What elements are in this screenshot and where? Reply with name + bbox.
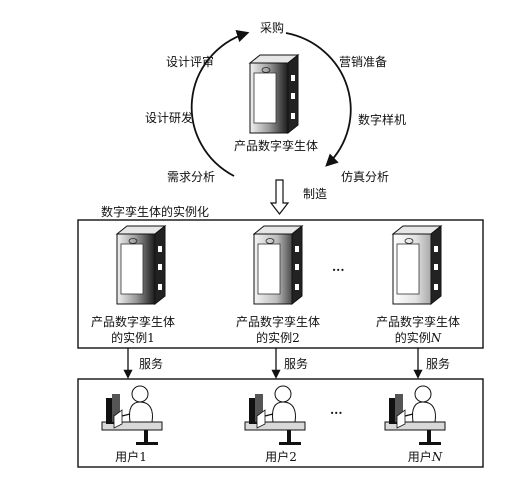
user-ellipsis: ··· xyxy=(330,406,343,420)
stage-label-digital-prototype: 数字样机 xyxy=(358,113,407,127)
instance-label-n: 产品数字孪生体 的实例N xyxy=(375,315,461,345)
service-label-1: 服务 xyxy=(139,357,164,371)
user-icon-2 xyxy=(244,385,306,446)
instance-server-1 xyxy=(116,225,166,305)
stage-label-design-review: 设计评审 xyxy=(166,55,215,69)
stage-label-manufacturing: 制造 xyxy=(303,187,328,201)
instances-box xyxy=(77,219,484,349)
product-digital-twin-server xyxy=(249,54,299,134)
instance-server-2 xyxy=(253,225,303,305)
stage-label-marketing-prep: 营销准备 xyxy=(339,55,388,69)
instantiation-arrow xyxy=(269,179,290,215)
service-label-2: 服务 xyxy=(284,357,309,371)
lifecycle-arc-right xyxy=(285,32,352,167)
user-label-1: 用户1 xyxy=(115,450,147,464)
user-label-n: 用户N xyxy=(407,450,443,464)
user-label-2: 用户2 xyxy=(265,450,297,464)
instantiation-label: 数字孪生体的实例化 xyxy=(101,205,210,219)
lifecycle-arc-left xyxy=(190,30,250,177)
users-box xyxy=(77,378,484,468)
stage-label-procurement: 采购 xyxy=(259,21,285,35)
user-icon-n xyxy=(384,385,446,446)
instance-server-n xyxy=(392,225,442,305)
service-label-n: 服务 xyxy=(426,357,451,371)
stage-label-requirement-analysis: 需求分析 xyxy=(167,170,216,184)
instance-label-2: 产品数字孪生体 的实例2 xyxy=(235,315,321,345)
stage-label-simulation-analysis: 仿真分析 xyxy=(341,170,390,184)
instance-label-1: 产品数字孪生体 的实例1 xyxy=(90,315,176,345)
instance-ellipsis: ··· xyxy=(332,263,345,277)
product-digital-twin-label: 产品数字孪生体 xyxy=(233,139,319,153)
stage-label-design-development: 设计研发 xyxy=(145,111,194,125)
user-icon-1 xyxy=(101,385,163,446)
